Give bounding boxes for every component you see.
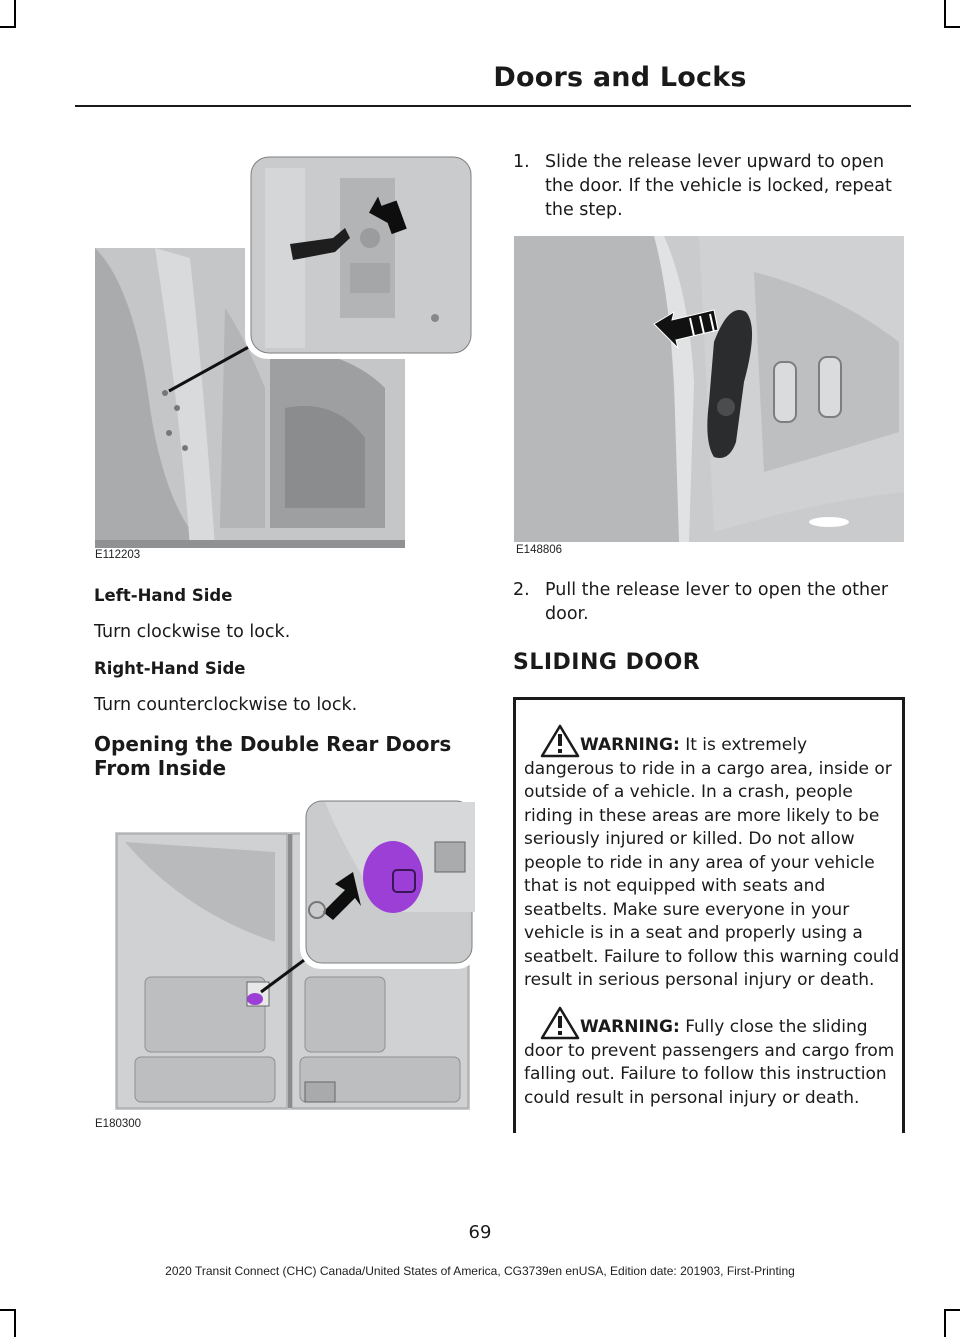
warning-2: WARNING: Fully close the sliding door to… [524, 1006, 900, 1110]
rhs-text: Turn counterclockwise to lock. [94, 695, 358, 715]
sliding-door-heading: SLIDING DOOR [513, 650, 701, 675]
crop-mark [944, 0, 946, 28]
step-text: Pull the release lever to open the other… [545, 580, 889, 624]
page-title: Doors and Locks [493, 62, 747, 93]
figure-release-lever: E148806 [514, 232, 906, 564]
section-heading: Opening the Double Rear Doors From Insid… [94, 732, 452, 780]
warning-text: It is extremely dangerous to ride in a c… [524, 735, 900, 990]
rhs-heading: Right-Hand Side [94, 659, 246, 678]
crop-mark [14, 1309, 16, 1337]
figure-code: E112203 [95, 549, 141, 561]
lhs-text: Turn clockwise to lock. [94, 622, 291, 642]
step-1: 1. Slide the release lever upward to ope… [513, 150, 913, 225]
crop-mark [0, 1309, 14, 1311]
figure-code: E180300 [95, 1118, 142, 1130]
page-number: 69 [468, 1222, 492, 1243]
step-text: Slide the release lever upward to open t… [545, 152, 892, 220]
rear-doors-illustration [95, 792, 478, 1134]
warning-1: WARNING: It is extremely dangerous to ri… [524, 724, 900, 993]
crop-mark [944, 1309, 946, 1337]
step-2: 2. Pull the release lever to open the ot… [513, 578, 913, 628]
figure-code: E148806 [516, 544, 563, 556]
crop-mark [14, 0, 16, 28]
step-number: 2. [513, 580, 530, 600]
warning-label: WARNING: [580, 735, 680, 755]
warning-label: WARNING: [580, 1017, 680, 1037]
crop-mark [946, 26, 960, 28]
lhs-heading: Left-Hand Side [94, 586, 233, 605]
figure-rear-doors-inside: E180300 [95, 792, 478, 1134]
step-number: 1. [513, 152, 530, 172]
figure-door-lock-key: E112203 [95, 148, 478, 568]
warning-text: Fully close the sliding door to prevent … [524, 1017, 895, 1108]
warning-box: WARNING: It is extremely dangerous to ri… [513, 697, 905, 1133]
door-lock-illustration [95, 148, 478, 568]
warning-triangle-icon [540, 724, 580, 758]
crop-mark [946, 1309, 960, 1311]
crop-mark [0, 26, 14, 28]
header-rule [75, 105, 911, 107]
warning-triangle-icon [540, 1006, 580, 1040]
edition-footer: 2020 Transit Connect (CHC) Canada/United… [165, 1264, 795, 1278]
release-lever-illustration [514, 232, 906, 564]
